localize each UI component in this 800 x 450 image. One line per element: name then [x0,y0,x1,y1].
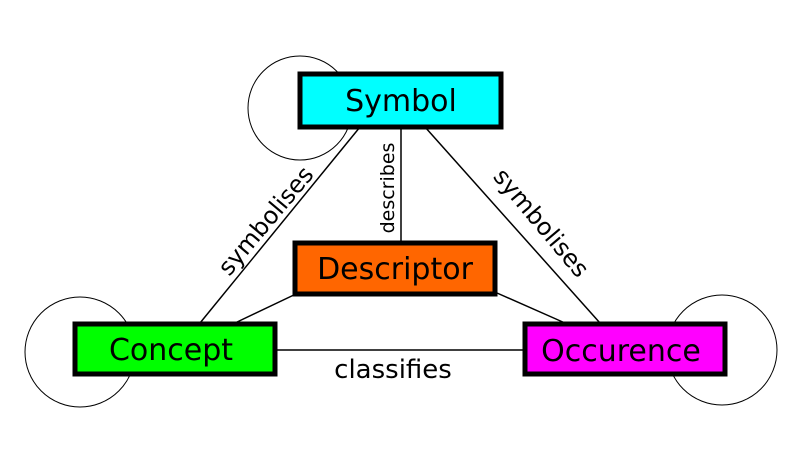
node-descriptor-box [292,240,498,297]
node-descriptor: Descriptor [292,240,498,297]
node-symbol-box [297,71,504,130]
edge-symbol-occurence [424,126,601,324]
node-symbol-label: Symbol [345,84,457,119]
node-occurence-box [522,321,728,377]
edge-descriptor-concept [234,292,299,324]
edge-label-symbolises-right: symbolises [488,163,595,283]
edge-label-describes: describes [377,143,399,234]
node-concept: Concept [72,321,278,377]
node-symbol: Symbol [297,71,504,130]
edge-descriptor-occurence [496,292,566,324]
edge-label-classifies: classifies [334,355,452,385]
node-occurence-label: Occurence [541,334,701,369]
node-concept-label: Concept [109,333,233,368]
node-concept-box [72,321,278,377]
node-occurence: Occurence [522,321,728,377]
node-descriptor-label: Descriptor [317,252,474,287]
edge-symbol-concept [199,126,361,324]
